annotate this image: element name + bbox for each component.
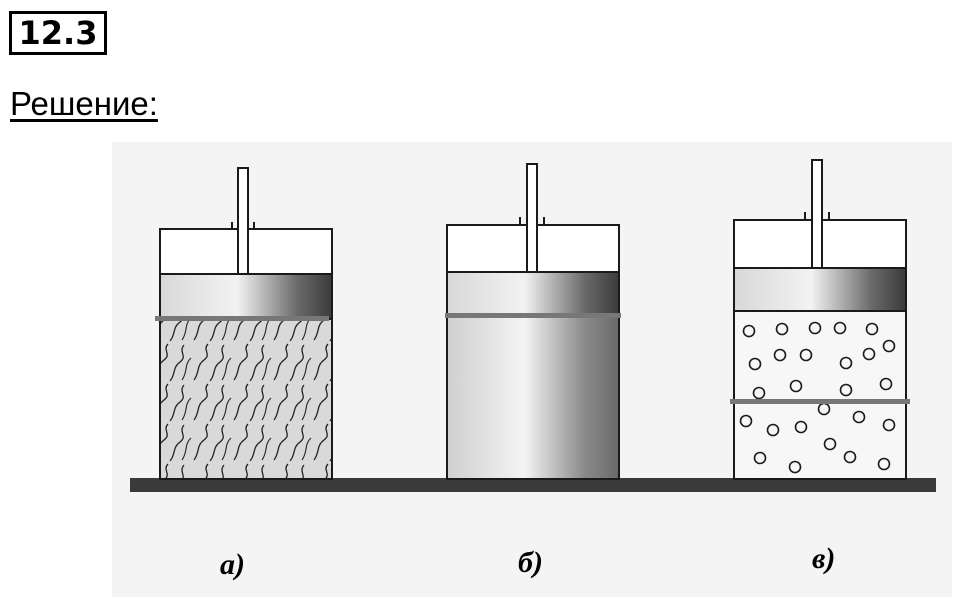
- cylinder-a-marker-line: [155, 316, 329, 321]
- cylinder-a-rod-seal: [231, 222, 255, 229]
- label-c: в): [812, 542, 835, 575]
- cylinder-a-piston: [159, 273, 333, 320]
- cylinder-b: [445, 163, 621, 480]
- label-b: б): [518, 546, 543, 579]
- cylinder-c: [730, 159, 910, 480]
- pistons-diagram: а) б) в): [112, 142, 952, 597]
- cylinder-b-rod-seal: [519, 217, 545, 225]
- cylinder-a-rod: [237, 167, 249, 275]
- cylinder-c-marker-line: [730, 399, 910, 404]
- cylinder-a-solid-body: [159, 318, 333, 480]
- cylinder-a: [155, 167, 333, 480]
- pistons-figure: а) б) в): [112, 142, 952, 597]
- cylinder-b-rod: [526, 163, 538, 273]
- cylinder-b-piston: [446, 271, 620, 318]
- problem-number: 12.3: [9, 11, 107, 55]
- cylinder-c-gas-particles: [739, 321, 896, 474]
- cylinder-c-piston: [733, 267, 907, 312]
- cylinder-c-rod-seal: [804, 212, 830, 220]
- cylinder-b-liquid-body: [446, 316, 620, 480]
- cylinder-b-marker-line: [445, 313, 621, 318]
- cylinder-c-gas-body: [733, 310, 907, 480]
- base-plate: [130, 478, 936, 492]
- cylinder-c-rod: [811, 159, 823, 269]
- label-a: а): [220, 548, 245, 581]
- section-title: Решение:: [10, 85, 158, 122]
